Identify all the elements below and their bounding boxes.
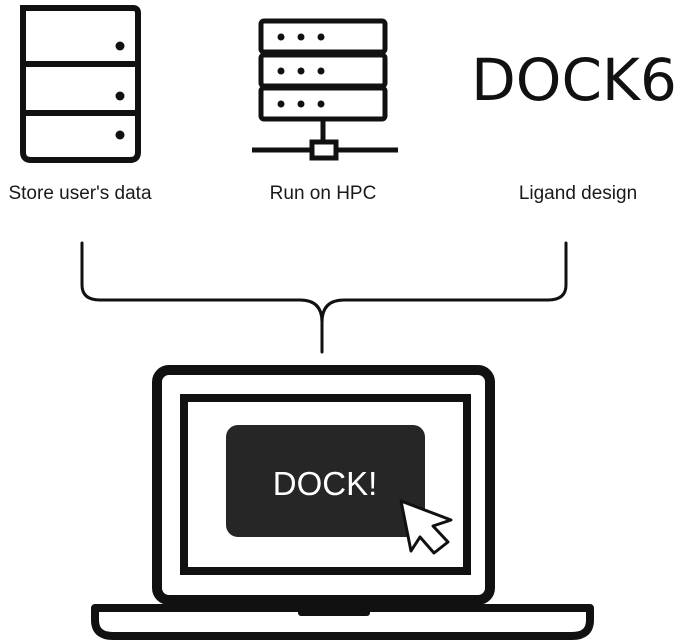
dock-button-label: DOCK! xyxy=(273,465,378,502)
server-icon xyxy=(252,18,398,161)
curly-brace-connector xyxy=(80,241,568,354)
database-icon xyxy=(20,5,141,163)
cursor-icon xyxy=(399,499,453,555)
dock6-logo: DOCK6 xyxy=(471,46,677,114)
label-store-data: Store user's data xyxy=(8,183,151,204)
label-run-hpc: Run on HPC xyxy=(270,183,377,204)
dock-button[interactable] xyxy=(226,425,425,537)
label-ligand-design: Ligand design xyxy=(519,183,637,204)
laptop-icon xyxy=(91,365,594,640)
